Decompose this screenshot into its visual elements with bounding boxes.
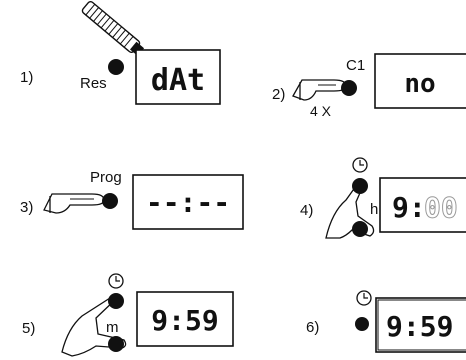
step-6-number: 6) (306, 319, 319, 336)
step-5-lcd (136, 291, 234, 347)
step-6: 6) 9:59 (306, 290, 466, 353)
clock-icon (108, 273, 124, 289)
c1-button[interactable] (341, 80, 357, 96)
prog-button[interactable] (102, 193, 118, 209)
clock-button[interactable] (108, 293, 124, 309)
step-2-lcd (374, 53, 466, 109)
indicator-dot (355, 317, 369, 331)
hour-button[interactable] (352, 221, 368, 237)
step-1: 1) Res dAt (20, 0, 221, 105)
step-5-display: 9:59 (151, 304, 218, 337)
step-4: 4) h 9: 00 (300, 157, 466, 239)
step-4-number: 4) (300, 202, 313, 219)
press-count-label: 4 X (310, 103, 332, 119)
clock-button[interactable] (352, 178, 368, 194)
step-1-display: dAt (151, 63, 205, 98)
step-4-display-dim: 00 (424, 191, 458, 224)
step-1-lcd (135, 49, 221, 105)
step-4-lcd (379, 177, 466, 233)
reset-button[interactable] (108, 59, 124, 75)
step-3: 3) Prog --:-- (20, 169, 244, 230)
step-2: 2) C1 4 X no (272, 53, 466, 119)
step-2-number: 2) (272, 86, 285, 103)
step-6-lcd (375, 297, 466, 353)
prog-button-label: Prog (90, 169, 122, 186)
step-4-display: 9: (392, 191, 426, 224)
finger-pointing-icon (292, 79, 347, 101)
stylus-icon (81, 0, 145, 56)
c1-button-label: C1 (346, 57, 365, 74)
step-3-number: 3) (20, 199, 33, 216)
step-5-number: 5) (22, 320, 35, 337)
finger-pointing-icon (43, 193, 105, 214)
step-6-display: 9:59 (386, 310, 453, 343)
step-2-display: no (404, 69, 435, 99)
reset-button-label: Res (80, 75, 107, 92)
step-3-lcd (132, 174, 244, 230)
hour-button-label: h (370, 201, 378, 218)
minute-button-label: m (106, 319, 119, 336)
step-1-number: 1) (20, 69, 33, 86)
step-3-display: --:-- (146, 186, 230, 219)
step-5: 5) m 9:59 (22, 273, 234, 357)
minute-button[interactable] (108, 336, 124, 352)
clock-icon (352, 157, 368, 173)
clock-icon (356, 290, 372, 306)
step-6-lcd-inner (377, 299, 466, 351)
